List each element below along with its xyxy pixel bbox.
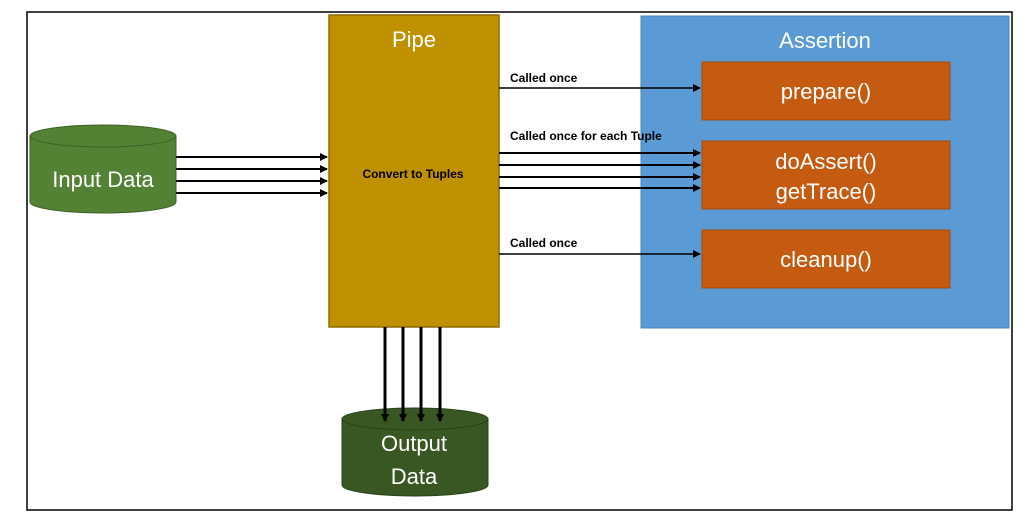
prepare-call-edge: Called once — [499, 71, 701, 92]
assert-edge-label: Called once for each Tuple — [510, 129, 662, 143]
pipe-title: Pipe — [392, 27, 436, 52]
assertion-container: Assertion prepare() doAssert() getTrace(… — [640, 15, 1010, 329]
pipe-to-output-arrows — [381, 327, 444, 422]
output-cylinder-top — [341, 407, 489, 431]
prepare-label: prepare() — [781, 79, 871, 104]
input-data-cylinder: Input Data — [29, 124, 177, 214]
assert-call-edge: Called once for each Tuple — [499, 129, 701, 192]
output-data-label-line2: Data — [391, 464, 438, 489]
pipe-container: Pipe Convert to Tuples — [328, 14, 500, 328]
assert-trace-box — [701, 140, 951, 210]
cleanup-method: cleanup() — [701, 229, 951, 289]
output-data-cylinder: Output Data — [341, 407, 489, 497]
assertion-title: Assertion — [779, 28, 871, 53]
cleanup-call-edge: Called once — [499, 236, 701, 258]
cleanup-edge-label: Called once — [510, 236, 578, 250]
prepare-box — [701, 61, 951, 121]
output-data-label-line1: Output — [381, 431, 447, 456]
input-cylinder-top — [29, 124, 177, 148]
prepare-method: prepare() — [701, 61, 951, 121]
output-cylinder-body — [341, 418, 489, 497]
cleanup-label: cleanup() — [780, 247, 872, 272]
input-cylinder-body — [29, 135, 177, 214]
input-to-pipe-arrows — [176, 153, 328, 197]
do-assert-label: doAssert() — [775, 149, 876, 174]
pipe-box — [328, 14, 500, 328]
assert-trace-method: doAssert() getTrace() — [701, 140, 951, 210]
get-trace-label: getTrace() — [776, 179, 877, 204]
cleanup-box — [701, 229, 951, 289]
pipe-inner-label: Convert to Tuples — [362, 167, 463, 181]
prepare-edge-label: Called once — [510, 71, 578, 85]
input-data-label: Input Data — [52, 167, 154, 192]
